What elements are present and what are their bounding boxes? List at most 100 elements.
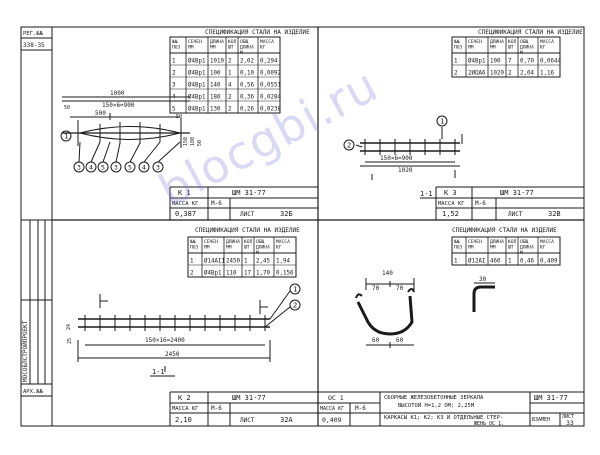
k1-sheet-label: ЛИСТ <box>240 211 255 218</box>
k2-spec-title: СПЕЦИФИКАЦИЯ СТАЛИ НА ИЗДЕЛИЕ <box>195 227 300 234</box>
k1-dim-height-b: 180 <box>190 137 196 146</box>
k1-cell-1-3: 1 <box>228 71 232 77</box>
oc1-bent-bar-drawing <box>355 278 495 348</box>
oc1-title-line3: КАРКАСЫ К1; К2; К3 И ОТДЕЛЬНЫЕ СТЕР- <box>384 415 503 421</box>
k1-cell-4-2: 130 <box>210 107 221 113</box>
k1-cell-0-4: 2,02 <box>240 59 254 65</box>
oc1-header-1: СЕЧЕН <box>468 239 482 245</box>
k3-frame-drawing <box>355 127 463 199</box>
k1-doc: ШМ 31-77 <box>232 189 266 197</box>
k2-header-4: М <box>256 250 259 256</box>
k1-callout-5b: 5 <box>128 164 132 172</box>
k1-cell-2-1: Ø4Вр1 <box>188 82 206 89</box>
oc1-cell-0-1: Ø12АI <box>468 258 485 265</box>
k3-header-4: М <box>520 50 523 56</box>
oc1-header-1: ММ <box>468 245 474 251</box>
k2-header-2: ДЛИНА <box>226 239 240 245</box>
k3-cell-1-3: 2 <box>508 71 512 77</box>
k3-dim-spacing: 150×6=900 <box>380 155 413 162</box>
oc1-header-5: МАССА <box>540 239 554 245</box>
k2-section: 1-1 <box>152 368 165 376</box>
k2-mark: К 2 <box>178 394 191 402</box>
oc1-doc: ШМ 31-77 <box>534 394 568 402</box>
k3-mark: К 3 <box>444 189 457 197</box>
k2-cell-0-4: 2,45 <box>256 259 270 265</box>
k1-cell-4-1: Ø4Вр1 <box>188 106 206 113</box>
k2-cell-1-1: Ø4Вр1 <box>204 270 222 277</box>
k1-cell-0-1: Ø4Вр1 <box>188 58 206 65</box>
k2-callout-1: 1 <box>293 286 297 294</box>
oc1-mass-value: 0,409 <box>322 416 342 424</box>
k3-section: 1-1 <box>420 190 433 198</box>
k2-header-0: №№ <box>190 239 196 245</box>
k2-cell-0-3: 1 <box>244 259 248 265</box>
k2-dim-spacing: 150×16=2400 <box>145 337 185 344</box>
k3-header-1: СЕЧЕН <box>468 39 482 45</box>
oc1-mass-label: МАССА КГ <box>320 406 344 412</box>
oc1-header-2: ММ <box>490 245 496 251</box>
k2-header-5: КГ <box>276 245 282 251</box>
oc1-header-0: №№ <box>454 239 460 245</box>
k1-cell-0-0: 1 <box>172 59 176 65</box>
k1-dim-left: 50 <box>64 105 70 111</box>
k2-cell-1-0: 2 <box>190 271 194 277</box>
k2-header-4: ДЛИНА <box>256 245 270 251</box>
k2-cell-0-1: Ø14АII <box>204 258 225 265</box>
k2-header-3: КОЛ <box>244 239 253 245</box>
k1-dim-height-c: 50 <box>197 140 203 146</box>
k3-spec-title: СПЕЦИФИКАЦИЯ СТАЛИ НА ИЗДЕЛИЕ <box>478 29 583 36</box>
panel-k3: СПЕЦИФИКАЦИЯ СТАЛИ НА ИЗДЕЛИЕ №№ПОЗ12СЕЧ… <box>343 29 584 220</box>
k1-mass-value: 0,387 <box>175 210 196 218</box>
oc1-stage-label: ВЗАМЕН <box>532 417 550 423</box>
k1-dim-length: 1000 <box>110 90 125 97</box>
k1-cell-1-0: 2 <box>172 71 176 77</box>
k3-header-1: ММ <box>468 45 474 51</box>
oc1-spec-title: СПЕЦИФИКАЦИЯ СТАЛИ НА ИЗДЕЛИЕ <box>452 227 557 234</box>
sheet-frame <box>20 26 585 427</box>
k3-sheet-label: ЛИСТ <box>508 211 523 218</box>
k3-doc: ШМ 31-77 <box>500 189 534 197</box>
k1-callout-3a: 3 <box>77 164 81 172</box>
k3-header-3: ШТ <box>508 45 514 51</box>
k3-cell-0-4: 0,70 <box>520 59 534 65</box>
k3-cell-1-4: 2,04 <box>520 71 534 77</box>
k1-concrete: М-6 <box>211 200 222 207</box>
reg-no-value: 338-35 <box>23 42 45 49</box>
oc1-header-0: ПОЗ <box>454 245 463 251</box>
oc1-dim-hook: 30 <box>479 276 487 283</box>
oc1-cell-0-3: 1 <box>508 259 512 265</box>
k3-cell-1-2: 1020 <box>490 71 504 77</box>
k3-callout-2: 2 <box>347 142 351 150</box>
k1-frame-drawing <box>62 96 190 148</box>
k3-sheet-no: 32В <box>548 210 561 218</box>
k1-cell-2-5: 0,0551 <box>260 83 281 89</box>
k2-cell-0-5: 1,94 <box>276 259 290 265</box>
k1-callout-5a: 5 <box>101 164 105 172</box>
k1-cell-4-3: 2 <box>228 107 232 113</box>
k3-cell-0-0: 1 <box>454 59 458 65</box>
k2-sheet-no: 32А <box>280 416 293 424</box>
k3-dim-length: 1020 <box>398 167 413 174</box>
k1-cell-3-5: 0,0284 <box>260 95 281 101</box>
oc1-dim-width: 140 <box>382 270 393 277</box>
k1-header-1: ММ <box>188 45 194 51</box>
oc1-title-line4: ЖЕНЬ ОС 1. <box>474 421 504 427</box>
k1-header-3: КОЛ <box>228 39 237 45</box>
sidebar-rotated-text: МОСОБЛСТРОЙПРОЕКТ <box>22 320 29 382</box>
k1-cell-3-4: 0,36 <box>240 95 254 101</box>
k1-header-4: ОБЩ <box>240 39 249 45</box>
oc1-header-3: КОЛ <box>508 239 517 245</box>
k3-cell-0-2: 100 <box>490 59 501 65</box>
k3-cell-1-1: 2ИΩА6 <box>468 71 486 77</box>
k1-cell-3-3: 2 <box>228 95 232 101</box>
oc1-dim-left: 70 <box>372 285 380 292</box>
k1-spec-title: СПЕЦИФИКАЦИЯ СТАЛИ НА ИЗДЕЛИЕ <box>205 29 310 36</box>
k3-mass-value: 1,52 <box>442 210 459 218</box>
k1-cell-2-0: 3 <box>172 83 176 89</box>
k1-header-2: ММ <box>210 45 216 51</box>
k3-header-0: ПОЗ <box>454 45 463 51</box>
k2-header-4: ОБЩ <box>256 239 265 245</box>
k3-mass-label: МАССА КГ <box>438 201 465 207</box>
k2-header-5: МАССА <box>276 239 290 245</box>
